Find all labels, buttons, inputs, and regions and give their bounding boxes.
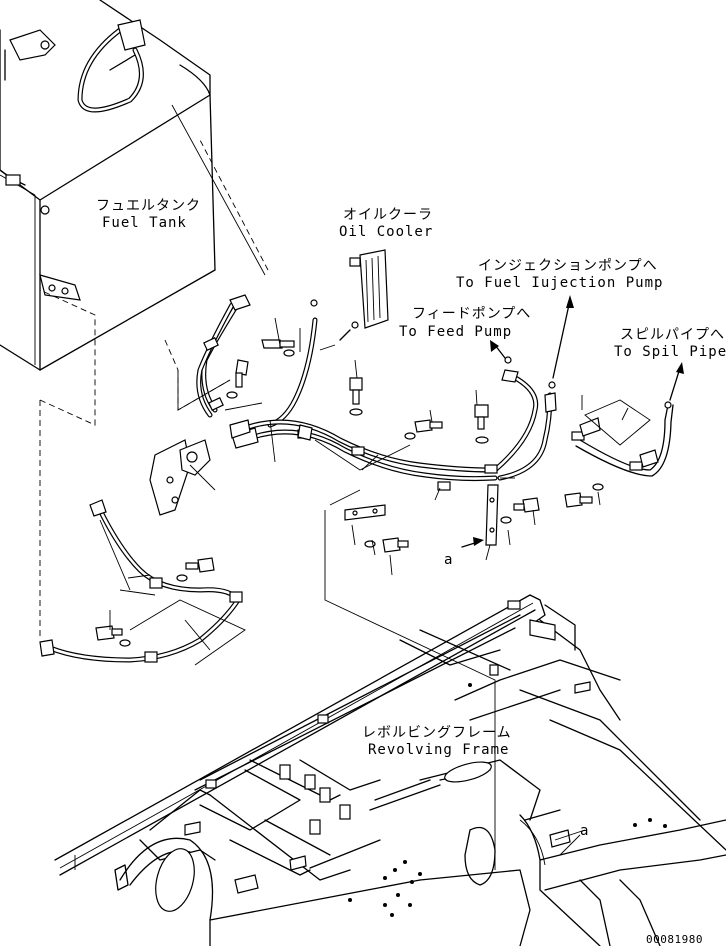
feed-pump-label-jp: フィードポンプへ <box>412 306 531 322</box>
fuel-tank <box>0 0 216 371</box>
oil-cooler <box>310 249 389 341</box>
revolving-frame-label-en: Revolving Frame <box>368 742 509 758</box>
revolving-frame <box>54 594 726 946</box>
spill-pipe-label-jp: スピルパイプへ <box>620 327 725 343</box>
label-spill-pipe: スピルパイプへ To Spil Pipe <box>614 327 726 360</box>
tank-top-hose <box>77 19 146 113</box>
injection-pump-label-en: To Fuel Iujection Pump <box>456 275 663 291</box>
injection-pump-label-jp: インジェクションポンプへ <box>478 258 658 274</box>
label-oil-cooler: オイルクーラ Oil Cooler <box>339 207 433 240</box>
view-a-label-left: a <box>444 552 453 568</box>
hose-fittings <box>229 294 672 468</box>
view-a-label-right: a <box>580 823 589 839</box>
spill-pipe-label-en: To Spil Pipe <box>614 344 726 360</box>
oil-cooler-label-en: Oil Cooler <box>339 224 433 240</box>
label-feed-pump: フィードポンプへ To Feed Pump <box>399 306 531 340</box>
drawing-number: 00081980 <box>646 933 703 946</box>
feed-pump-label-en: To Feed Pump <box>399 324 512 340</box>
lower-left-hoses <box>39 419 251 663</box>
label-revolving-frame: レボルビングフレーム Revolving Frame <box>362 725 512 758</box>
fuel-tank-label-en: Fuel Tank <box>102 215 187 231</box>
label-fuel-tank: フュエルタンク Fuel Tank <box>96 198 201 231</box>
main-fuel-hoses <box>196 297 674 482</box>
bolts-and-washers <box>95 339 604 647</box>
oil-cooler-label-jp: オイルクーラ <box>343 207 433 223</box>
leader-lines <box>39 104 651 870</box>
label-injection-pump: インジェクションポンプへ To Fuel Iujection Pump <box>456 258 663 291</box>
fuel-tank-label-jp: フュエルタンク <box>96 198 201 214</box>
revolving-frame-label-jp: レボルビングフレーム <box>362 725 512 741</box>
mounting-brackets <box>149 439 499 546</box>
direction-arrows <box>461 295 684 548</box>
